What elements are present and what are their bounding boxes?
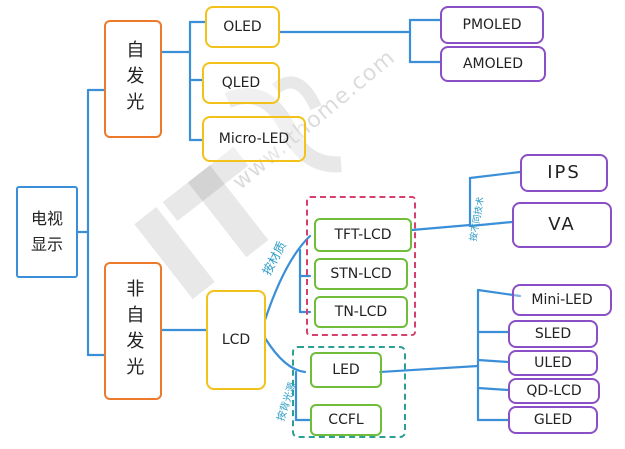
node-non-self-emissive[interactable]: 非自发光 xyxy=(104,262,162,400)
node-oled[interactable]: OLED xyxy=(205,6,280,48)
node-uled-label: ULED xyxy=(534,354,572,371)
node-ccfl-label: CCFL xyxy=(328,411,364,428)
node-ips[interactable]: IPS xyxy=(520,154,608,192)
node-micro-led[interactable]: Micro-LED xyxy=(202,116,306,162)
node-pmoled[interactable]: PMOLED xyxy=(440,6,544,44)
node-led-label: LED xyxy=(332,361,360,378)
node-root[interactable]: 电视显示 xyxy=(16,186,78,278)
node-qled[interactable]: QLED xyxy=(202,62,280,104)
node-stn-lcd-label: STN-LCD xyxy=(330,265,392,282)
node-pmoled-label: PMOLED xyxy=(462,16,522,33)
backlight-group-frame xyxy=(292,346,406,438)
node-sled-label: SLED xyxy=(534,325,572,342)
node-lcd[interactable]: LCD xyxy=(206,290,266,390)
node-oled-label: OLED xyxy=(223,18,262,35)
material-group-frame xyxy=(306,196,416,336)
node-ccfl[interactable]: CCFL xyxy=(310,404,382,436)
node-qd-lcd[interactable]: QD-LCD xyxy=(508,378,600,404)
node-led[interactable]: LED xyxy=(310,352,382,388)
node-mini-led-label: Mini-LED xyxy=(531,291,593,308)
node-self-emissive-label: 自发光 xyxy=(123,40,145,118)
watermark-logo xyxy=(134,76,342,300)
node-qled-label: QLED xyxy=(221,74,261,91)
node-tn-lcd-label: TN-LCD xyxy=(334,303,388,320)
node-va-label: VA xyxy=(548,213,576,235)
node-ips-label: IPS xyxy=(547,161,581,183)
node-stn-lcd[interactable]: STN-LCD xyxy=(314,258,408,290)
node-gled-label: GLED xyxy=(533,411,573,428)
node-tft-lcd-label: TFT-LCD xyxy=(334,226,392,243)
node-gled[interactable]: GLED xyxy=(508,406,598,434)
node-tn-lcd[interactable]: TN-LCD xyxy=(314,296,408,328)
node-self-emissive[interactable]: 自发光 xyxy=(104,20,162,138)
node-amoled-label: AMOLED xyxy=(462,55,524,72)
node-tft-lcd[interactable]: TFT-LCD xyxy=(314,218,412,252)
node-lcd-label: LCD xyxy=(221,331,251,348)
node-va[interactable]: VA xyxy=(512,202,612,248)
connector-lines xyxy=(76,18,522,422)
node-micro-led-label: Micro-LED xyxy=(218,130,290,147)
node-mini-led[interactable]: Mini-LED xyxy=(512,284,612,316)
node-sled[interactable]: SLED xyxy=(508,320,598,348)
node-uled[interactable]: ULED xyxy=(508,350,598,376)
node-non-self-emissive-label: 非自发光 xyxy=(123,279,145,383)
node-qd-lcd-label: QD-LCD xyxy=(526,382,582,399)
node-root-label: 电视显示 xyxy=(30,209,63,254)
node-amoled[interactable]: AMOLED xyxy=(440,46,546,82)
